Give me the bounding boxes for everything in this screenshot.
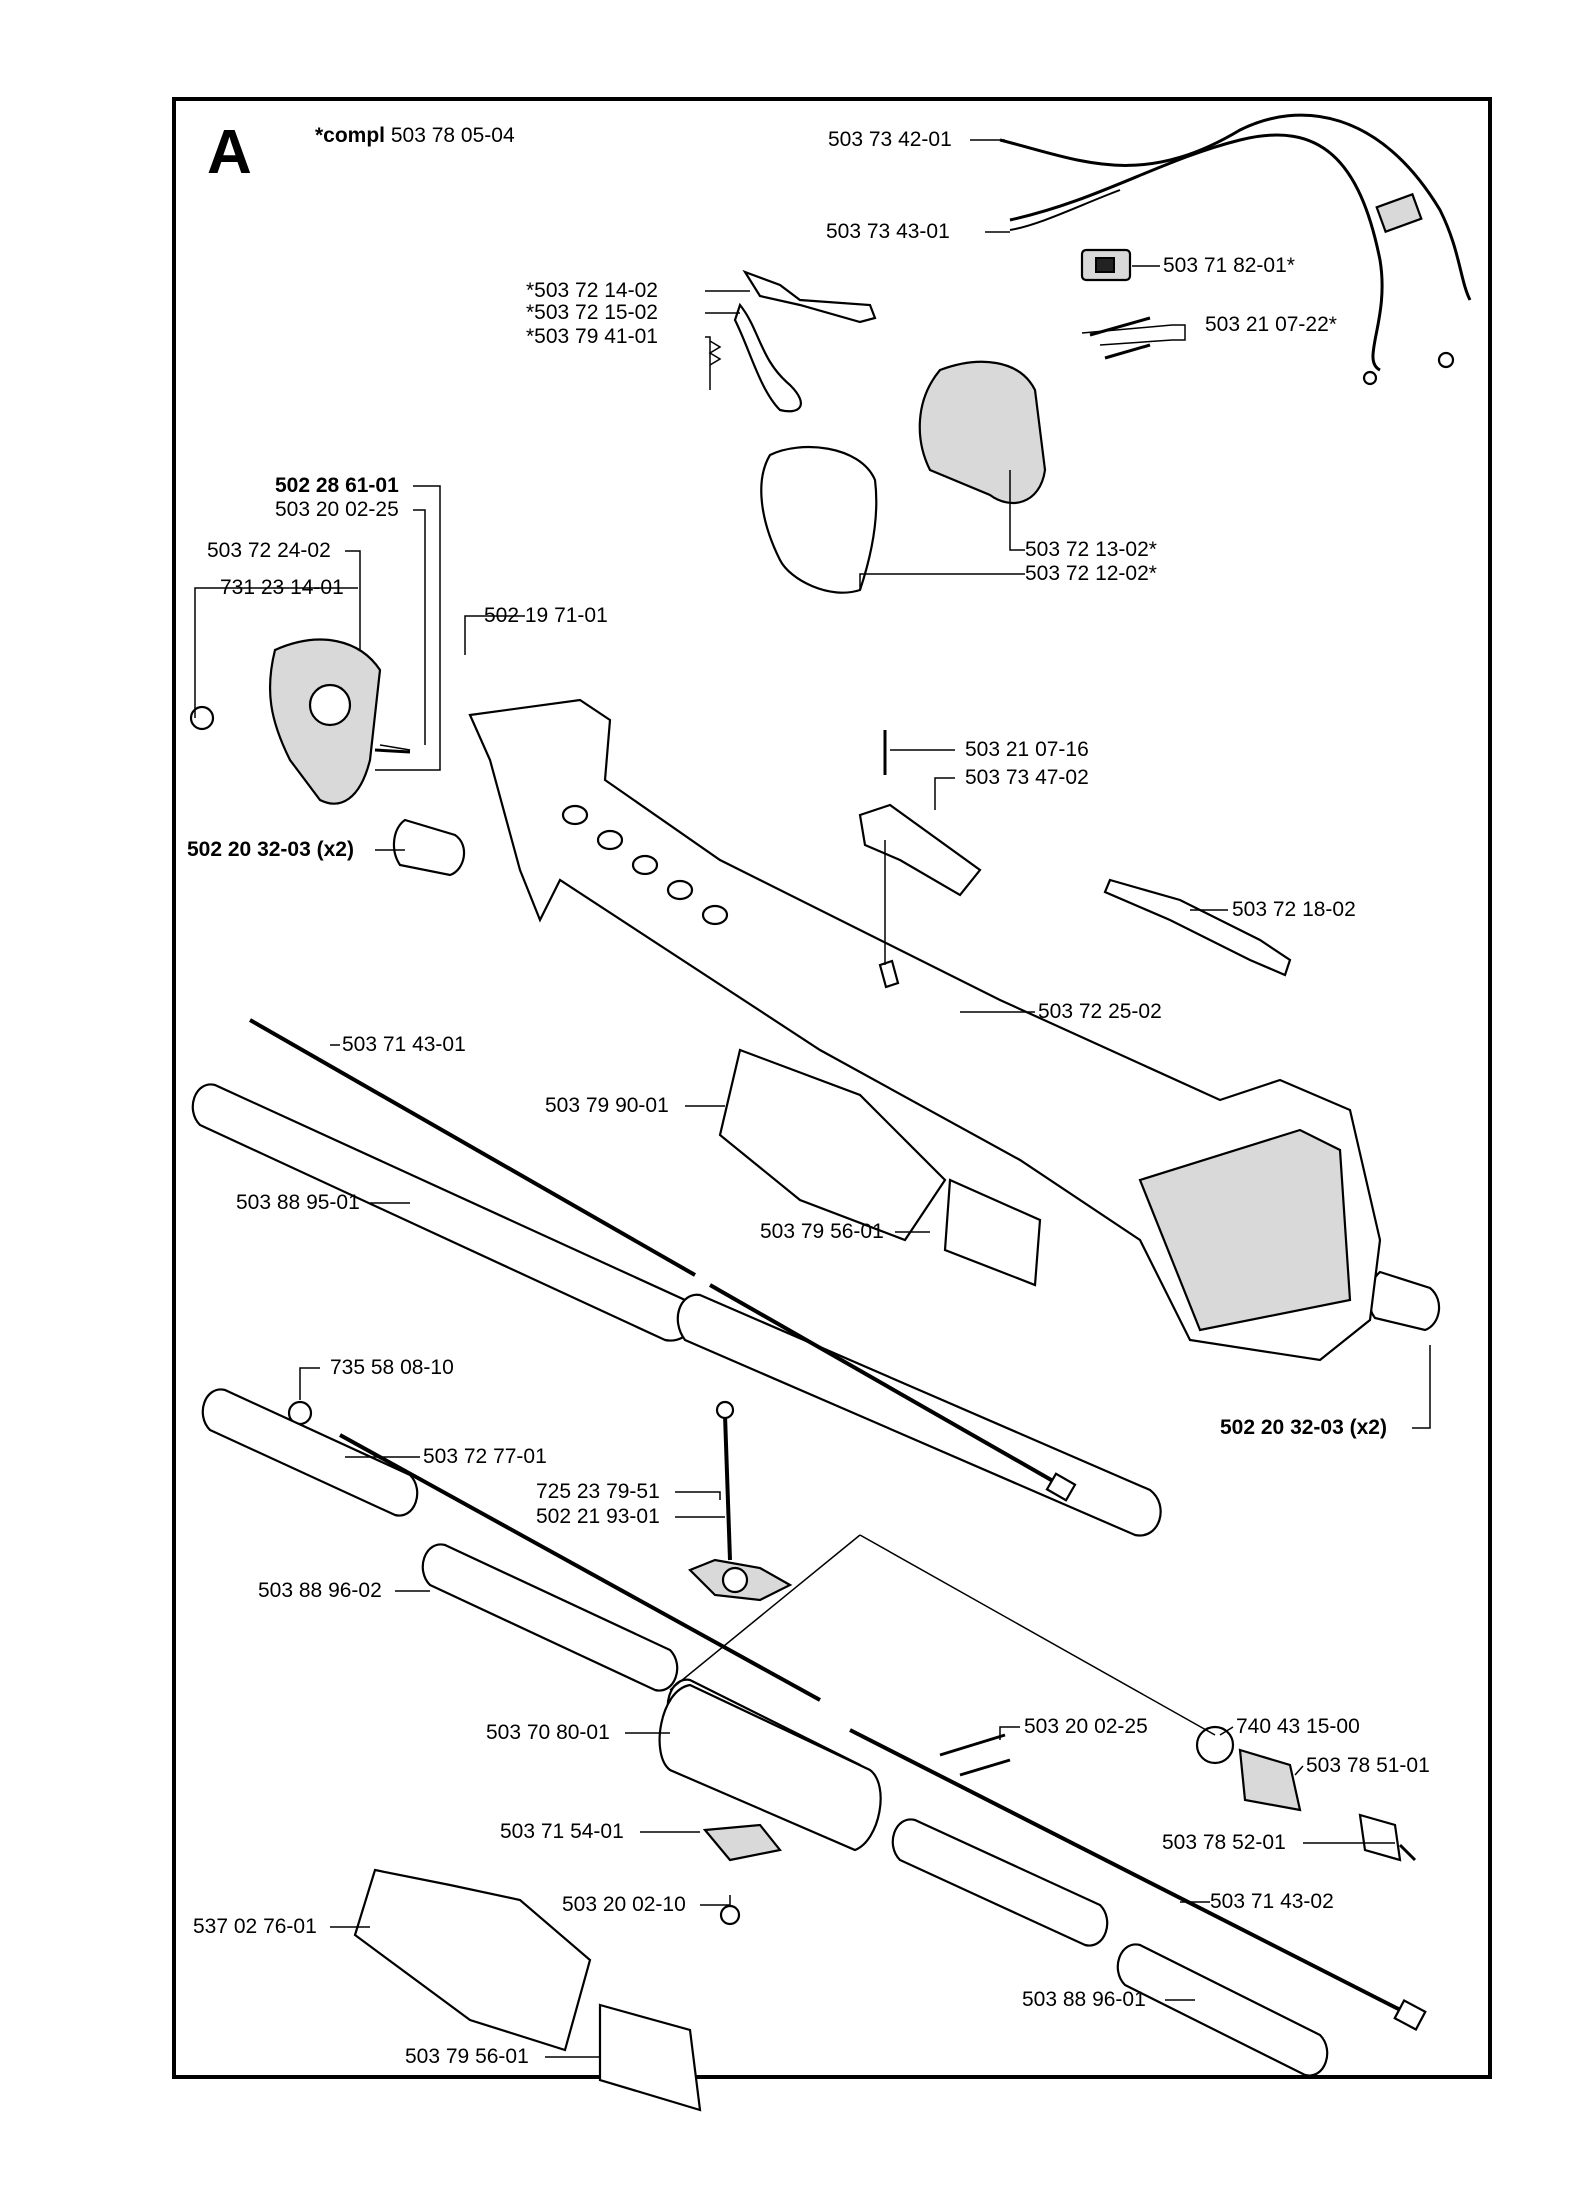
complete-assembly-number: *compl 503 78 05-04: [315, 124, 515, 148]
part-number-label: 503 79 56-01: [405, 2045, 529, 2068]
part-number-label: 503 72 12-02*: [1025, 562, 1157, 585]
part-number-label: 503 72 24-02: [207, 539, 331, 562]
part-number-label: 725 23 79-51: [536, 1480, 660, 1503]
leader-lines: [194, 139, 1431, 2058]
part-number-label: 503 71 43-02: [1210, 1890, 1334, 1913]
part-number-label: 503 72 77-01: [423, 1445, 547, 1468]
part-number-label: 503 20 02-25: [275, 498, 399, 521]
handle-bracket: [189, 638, 411, 805]
part-number-label: 503 88 96-01: [1022, 1988, 1146, 2011]
part-number-label: 503 21 07-22*: [1205, 313, 1337, 336]
part-number-label: 503 88 95-01: [236, 1191, 360, 1214]
part-number-label: 503 72 25-02: [1038, 1000, 1162, 1023]
part-number-label: 503 73 43-01: [826, 220, 950, 243]
part-number-label: 503 73 42-01: [828, 128, 952, 151]
part-number-label: 503 20 02-10: [562, 1893, 686, 1916]
upper-shaft: [191, 1018, 1162, 1537]
part-number-label: 503 79 90-01: [545, 1094, 669, 1117]
part-number-label: 503 72 18-02: [1232, 898, 1356, 921]
part-number-label: 502 19 71-01: [484, 604, 608, 627]
throttle-trigger-parts: [708, 269, 877, 413]
part-number-label: 503 21 07-16: [965, 738, 1089, 761]
cable-guide: [1103, 878, 1292, 977]
part-number-label: 502 20 32-03 (x2): [1220, 1416, 1387, 1439]
part-number-label: 537 02 76-01: [193, 1915, 317, 1938]
part-number-label: 503 79 56-01: [760, 1220, 884, 1243]
part-number-label: *503 72 15-02: [526, 301, 658, 324]
part-number-label: 503 71 82-01*: [1163, 254, 1295, 277]
part-number-label: 502 21 93-01: [536, 1505, 660, 1528]
part-number-label: 503 73 47-02: [965, 766, 1089, 789]
screws: [374, 316, 1151, 1777]
section-letter: A: [207, 118, 252, 187]
part-number-label: 503 78 51-01: [1306, 1754, 1430, 1777]
part-number-label: 503 70 80-01: [486, 1721, 610, 1744]
part-number-label: 503 71 43-01: [342, 1033, 466, 1056]
bolt-and-wing-nut: [688, 1400, 793, 1602]
part-number-label: 740 43 15-00: [1236, 1715, 1360, 1738]
warning-decals: [353, 1048, 1042, 2112]
part-number-label: 735 58 08-10: [330, 1356, 454, 1379]
handle-halves: [760, 324, 1173, 594]
assembly-number: 503 78 05-04: [390, 124, 515, 147]
part-number-label: 731 23 14-01: [220, 576, 344, 599]
bearing-parts: [1195, 1725, 1417, 1862]
main-handle-housing: [468, 698, 1382, 1362]
shaft-coupling: [658, 1683, 882, 1926]
part-number-label: 503 71 54-01: [500, 1820, 624, 1843]
part-number-label: 503 20 02-25: [1024, 1715, 1148, 1738]
assembly-prefix: *compl: [315, 124, 386, 147]
handle-openings: [561, 804, 729, 926]
part-number-label: 503 72 13-02*: [1025, 538, 1157, 561]
part-number-label: 503 88 96-02: [258, 1579, 382, 1602]
part-number-label: *503 79 41-01: [526, 325, 658, 348]
clamp-and-screw: [858, 730, 982, 989]
stop-switch: [1080, 248, 1132, 282]
part-number-label: 503 78 52-01: [1162, 1831, 1286, 1854]
diagram-frame: [172, 97, 1492, 2079]
part-number-label: 502 28 61-01: [275, 474, 399, 497]
wiring-harness: [999, 113, 1472, 386]
part-number-label: 502 20 32-03 (x2): [187, 838, 354, 861]
part-number-label: *503 72 14-02: [526, 279, 658, 302]
